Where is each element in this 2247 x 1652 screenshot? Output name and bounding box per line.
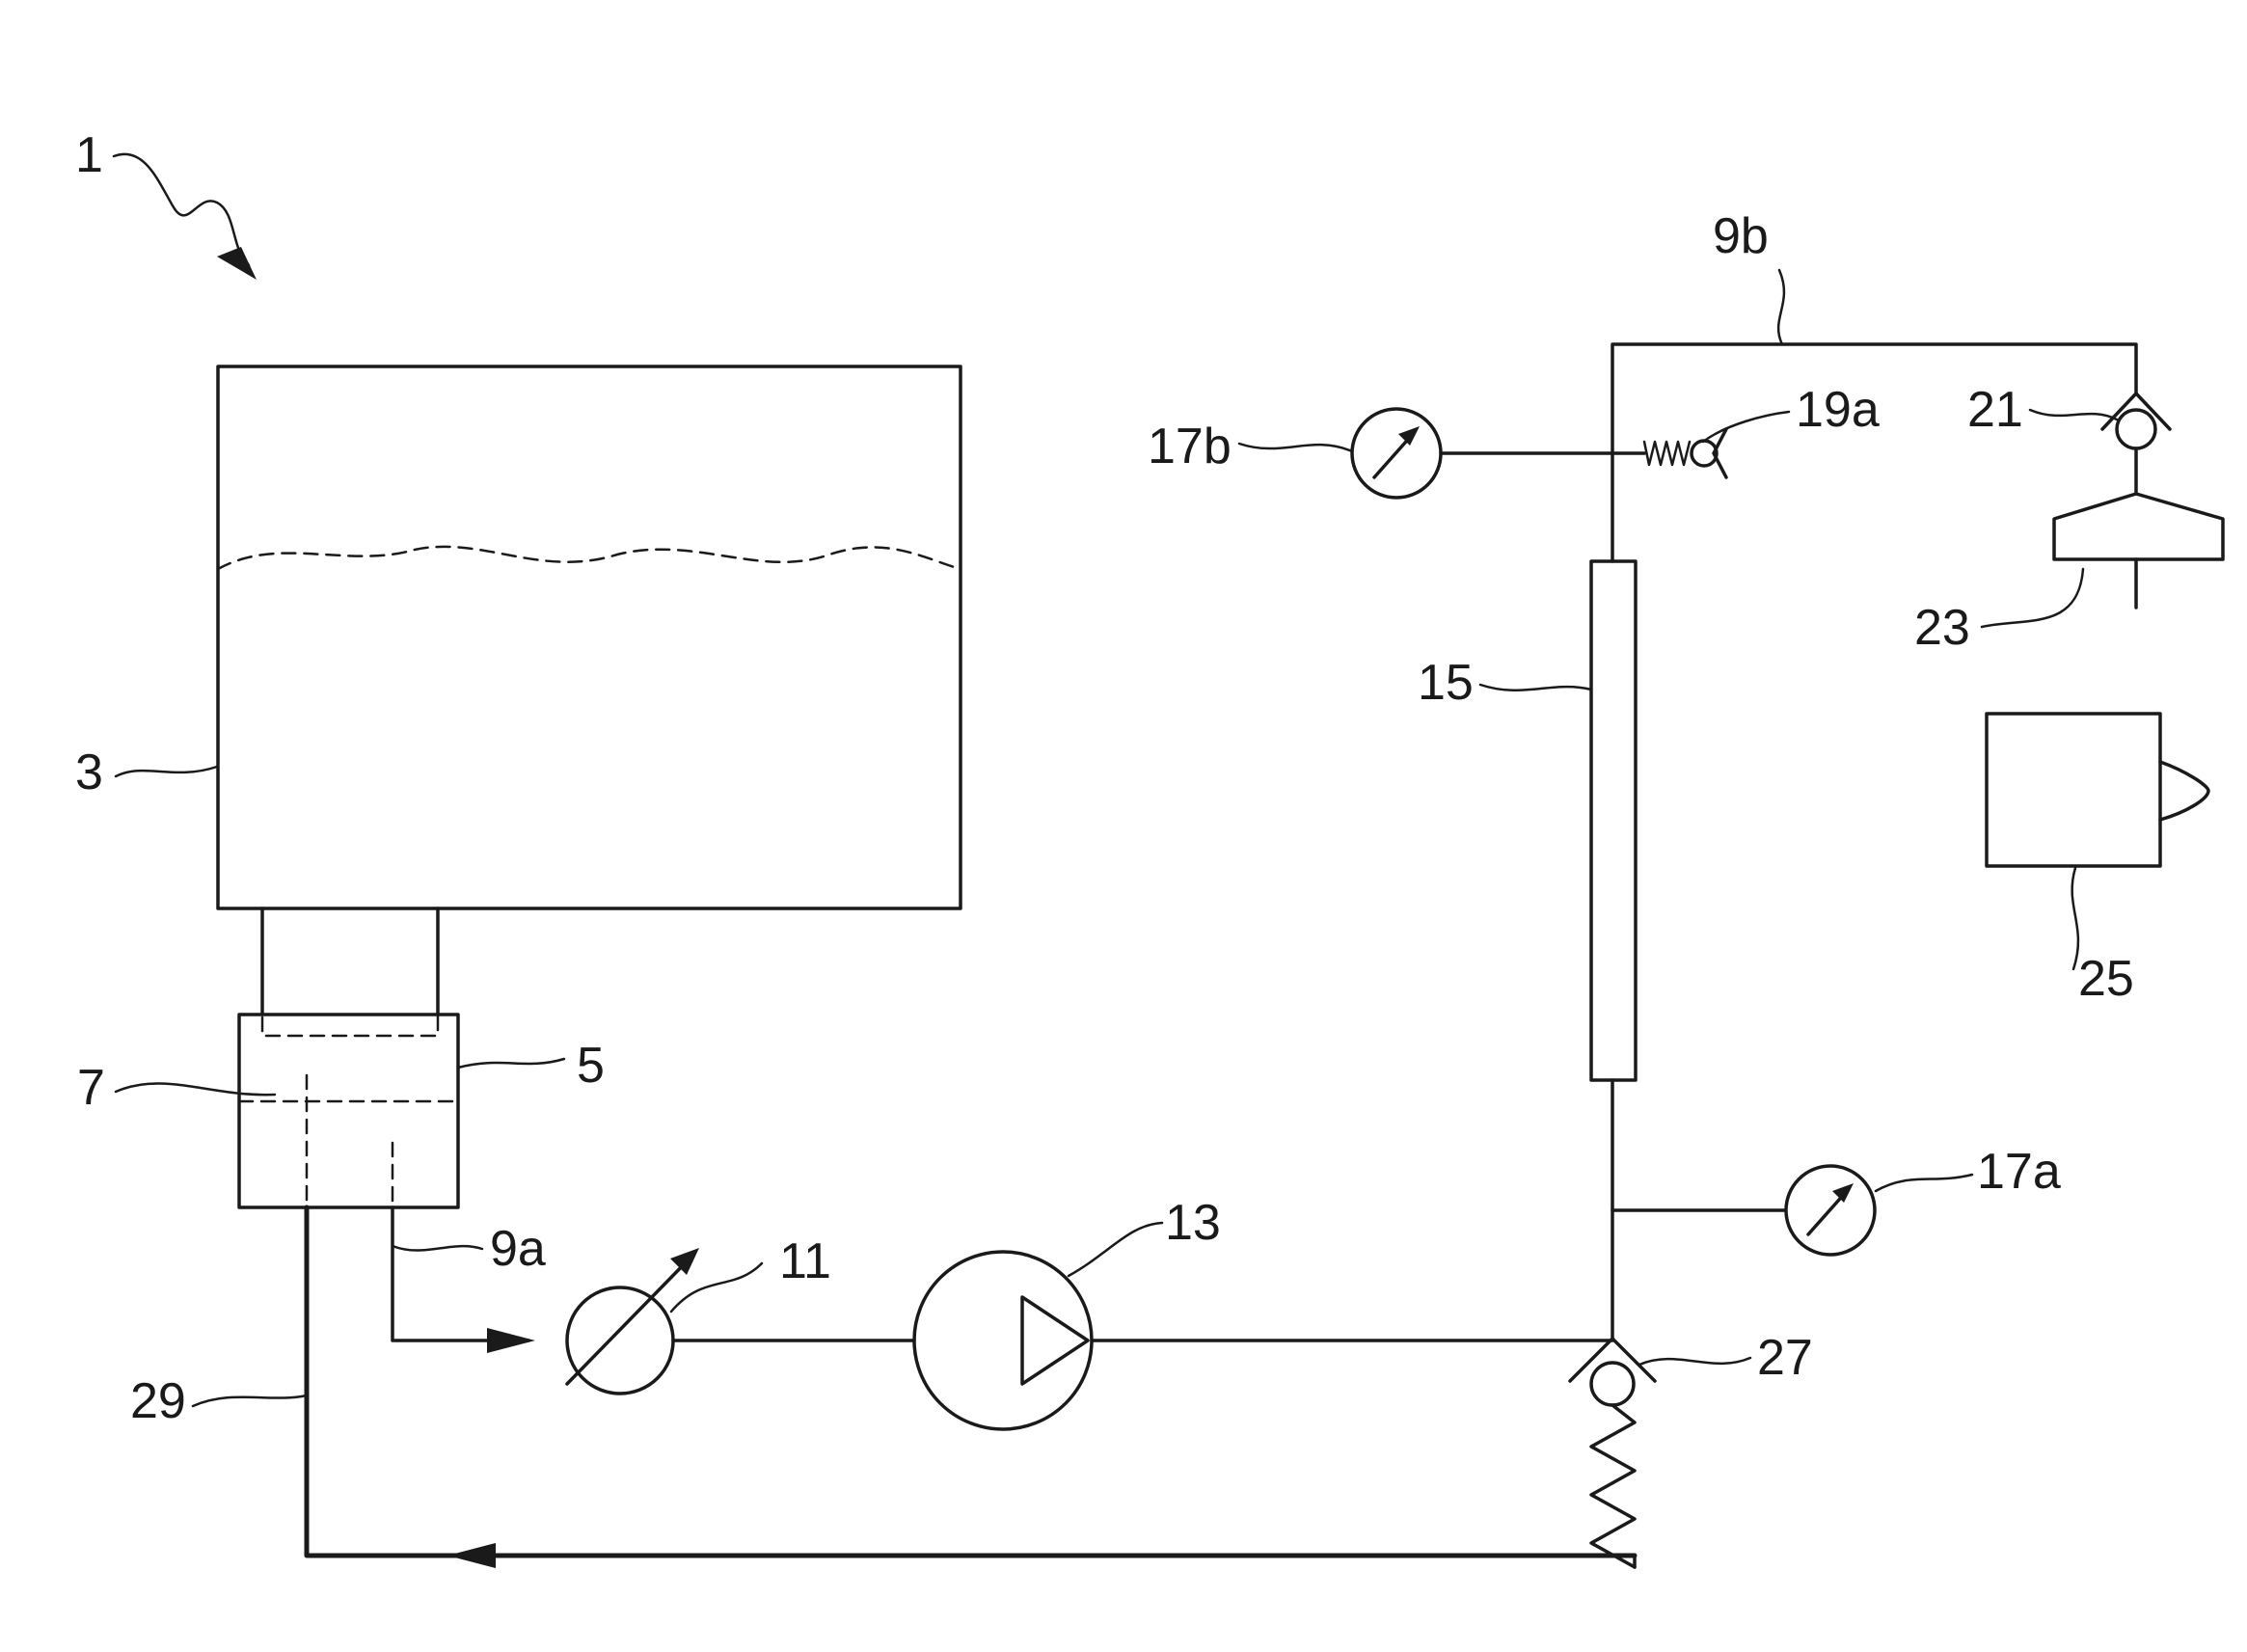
vertical-tube [1591, 561, 1636, 1080]
sump-inner-cover [262, 1015, 438, 1036]
sump [239, 1015, 458, 1207]
relief-valve [1570, 1339, 1655, 1567]
label-gauge-b: 17b [1148, 419, 1232, 474]
label-component-15: 15 [1418, 655, 1474, 711]
check-valve-19a [1644, 429, 1726, 477]
label-system: 1 [75, 127, 103, 183]
leader-lines [116, 270, 2117, 1406]
label-filter: 7 [77, 1060, 105, 1116]
label-box-25: 25 [2078, 951, 2134, 1007]
label-tank: 3 [75, 745, 103, 800]
reference-labels: 1 3 7 5 9a 11 13 17b 19a 21 23 15 17a 27… [75, 127, 2134, 1429]
return-flow-arrow [447, 1543, 496, 1568]
label-line-inlet: 9a [490, 1221, 546, 1277]
label-valve-11: 11 [779, 1233, 831, 1289]
inlet-flow-arrow [487, 1328, 535, 1353]
tank [218, 366, 961, 908]
pump [914, 1252, 1092, 1429]
label-check-valve-21: 21 [1967, 382, 2023, 438]
label-sump: 5 [577, 1038, 605, 1094]
label-line-outlet: 9b [1713, 208, 1769, 264]
target-box [1987, 714, 2208, 866]
fluid-level-line [218, 547, 961, 569]
label-nozzle: 23 [1914, 600, 1970, 656]
label-return-line: 29 [130, 1373, 186, 1429]
system-pointer-arrowhead [217, 247, 257, 280]
label-relief-valve: 27 [1757, 1330, 1813, 1386]
check-valve-21 [2102, 393, 2170, 494]
label-gauge-a: 17a [1977, 1144, 2061, 1200]
pressure-gauge-b [1352, 409, 1441, 498]
label-check-valve-19a: 19a [1796, 382, 1880, 438]
pressure-gauge-a [1786, 1166, 1875, 1255]
label-pump: 13 [1165, 1195, 1221, 1251]
system-pointer [114, 154, 257, 280]
adjustable-valve [567, 1248, 699, 1394]
